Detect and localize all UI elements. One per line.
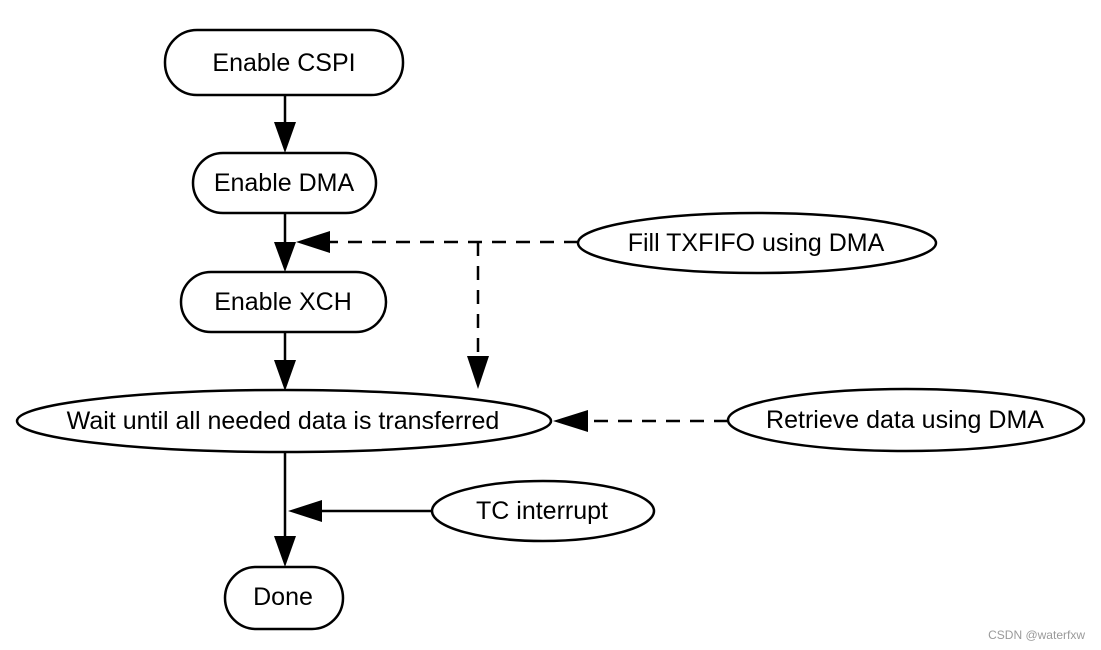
node-done: Done <box>223 565 345 631</box>
edge-tc-interrupt <box>288 500 433 522</box>
edge-fill-txfifo-to-wait <box>467 242 489 389</box>
edge-wait-to-done <box>274 452 296 567</box>
edge-retrieve-to-wait <box>553 410 728 432</box>
node-fill-txfifo: Fill TXFIFO using DMA <box>576 211 938 275</box>
node-enable-cspi: Enable CSPI <box>163 28 405 97</box>
node-enable-cspi-label: Enable CSPI <box>212 49 355 77</box>
node-tc-interrupt-label: TC interrupt <box>476 497 608 525</box>
node-retrieve: Retrieve data using DMA <box>726 387 1086 453</box>
node-enable-xch-label: Enable XCH <box>214 288 352 316</box>
node-enable-dma: Enable DMA <box>191 151 378 215</box>
node-fill-txfifo-label: Fill TXFIFO using DMA <box>628 229 885 257</box>
node-wait-label: Wait until all needed data is transferre… <box>67 407 500 435</box>
node-enable-dma-label: Enable DMA <box>214 169 355 197</box>
node-enable-xch: Enable XCH <box>179 270 388 334</box>
node-retrieve-label: Retrieve data using DMA <box>766 406 1044 434</box>
edge-xch-to-wait <box>274 332 296 391</box>
node-tc-interrupt: TC interrupt <box>430 479 656 543</box>
watermark: CSDN @waterfxw <box>988 628 1085 642</box>
node-wait: Wait until all needed data is transferre… <box>15 388 553 454</box>
edge-cspi-to-dma <box>274 95 296 153</box>
node-done-label: Done <box>253 583 313 611</box>
edge-fill-txfifo-to-main <box>296 231 578 253</box>
edge-dma-to-xch <box>274 213 296 272</box>
